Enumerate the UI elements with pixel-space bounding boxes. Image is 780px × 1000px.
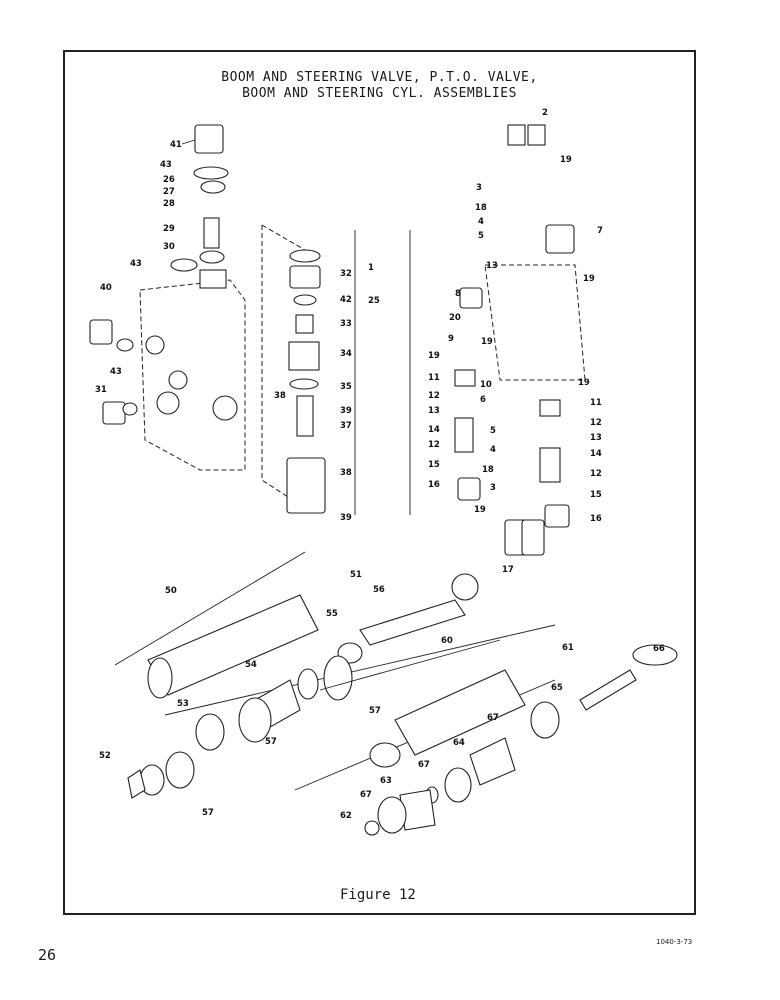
svg-text:7: 7 — [597, 226, 603, 236]
svg-text:65: 65 — [551, 683, 563, 693]
svg-text:19: 19 — [474, 505, 486, 515]
svg-text:39: 39 — [340, 513, 352, 523]
svg-text:40: 40 — [100, 283, 112, 293]
svg-text:57: 57 — [369, 706, 381, 716]
svg-text:12: 12 — [590, 418, 602, 428]
svg-text:66: 66 — [653, 644, 665, 654]
svg-text:2: 2 — [542, 108, 548, 118]
svg-text:6: 6 — [480, 395, 486, 405]
svg-text:16: 16 — [428, 480, 440, 490]
svg-text:19: 19 — [583, 274, 595, 284]
svg-text:60: 60 — [441, 636, 453, 646]
svg-text:13: 13 — [590, 433, 602, 443]
svg-text:32: 32 — [340, 269, 352, 279]
pto-valve-drawing — [261, 224, 411, 515]
svg-text:4: 4 — [478, 217, 484, 227]
svg-text:56: 56 — [373, 585, 385, 595]
svg-text:3: 3 — [476, 183, 482, 193]
svg-text:13: 13 — [428, 406, 440, 416]
svg-text:61: 61 — [562, 643, 574, 653]
svg-text:27: 27 — [163, 187, 175, 197]
svg-text:10: 10 — [480, 380, 492, 390]
steering-valve-drawing — [454, 124, 586, 556]
svg-text:1: 1 — [368, 263, 374, 273]
svg-text:12: 12 — [590, 469, 602, 479]
svg-text:19: 19 — [560, 155, 572, 165]
svg-text:54: 54 — [245, 660, 257, 670]
svg-text:38: 38 — [340, 468, 352, 478]
svg-text:29: 29 — [163, 224, 175, 234]
svg-text:67: 67 — [487, 713, 499, 723]
svg-text:30: 30 — [163, 242, 175, 252]
svg-text:15: 15 — [428, 460, 440, 470]
svg-text:33: 33 — [340, 319, 352, 329]
svg-text:28: 28 — [163, 199, 175, 209]
svg-text:51: 51 — [350, 570, 362, 580]
svg-text:38: 38 — [274, 391, 286, 401]
svg-text:9: 9 — [448, 334, 454, 344]
page-number: 26 — [38, 946, 57, 964]
svg-text:14: 14 — [590, 449, 602, 459]
callout-labels: 41 43 26 27 28 29 30 43 40 43 31 32 42 3… — [95, 108, 665, 821]
valve-body-drawing — [89, 124, 246, 471]
svg-text:42: 42 — [340, 295, 352, 305]
svg-text:4: 4 — [490, 445, 496, 455]
svg-text:37: 37 — [340, 421, 352, 431]
svg-text:57: 57 — [265, 737, 277, 747]
svg-text:43: 43 — [110, 367, 122, 377]
svg-text:53: 53 — [177, 699, 189, 709]
svg-text:50: 50 — [165, 586, 177, 596]
svg-text:13: 13 — [486, 261, 498, 271]
svg-text:35: 35 — [340, 382, 352, 392]
svg-text:14: 14 — [428, 425, 440, 435]
svg-text:18: 18 — [482, 465, 494, 475]
svg-text:11: 11 — [428, 373, 440, 383]
svg-text:26: 26 — [163, 175, 175, 185]
steering-cylinder-drawing — [294, 639, 678, 836]
svg-text:11: 11 — [590, 398, 602, 408]
svg-text:12: 12 — [428, 391, 440, 401]
figure-title-line-2: BOOM AND STEERING CYL. ASSEMBLIES — [242, 86, 517, 101]
svg-text:41: 41 — [170, 140, 182, 150]
svg-text:63: 63 — [380, 776, 392, 786]
figure-caption: Figure 12 — [340, 887, 416, 903]
svg-text:15: 15 — [590, 490, 602, 500]
svg-text:34: 34 — [340, 349, 352, 359]
svg-text:12: 12 — [428, 440, 440, 450]
svg-text:16: 16 — [590, 514, 602, 524]
svg-text:43: 43 — [130, 259, 142, 269]
svg-text:17: 17 — [502, 565, 514, 575]
svg-text:55: 55 — [326, 609, 338, 619]
svg-text:5: 5 — [478, 231, 484, 241]
svg-text:67: 67 — [418, 760, 430, 770]
svg-text:62: 62 — [340, 811, 352, 821]
svg-text:67: 67 — [360, 790, 372, 800]
svg-text:57: 57 — [202, 808, 214, 818]
document-code: 1040-3-73 — [656, 938, 693, 946]
svg-text:19: 19 — [578, 378, 590, 388]
svg-text:19: 19 — [481, 337, 493, 347]
svg-text:19: 19 — [428, 351, 440, 361]
svg-text:31: 31 — [95, 385, 107, 395]
boom-cylinder-drawing — [114, 551, 556, 799]
figure-title-line-1: BOOM AND STEERING VALVE, P.T.O. VALVE, — [221, 70, 538, 85]
svg-text:20: 20 — [449, 313, 461, 323]
svg-text:18: 18 — [475, 203, 487, 213]
svg-text:8: 8 — [455, 289, 461, 299]
svg-text:64: 64 — [453, 738, 465, 748]
svg-text:25: 25 — [368, 296, 380, 306]
figure-frame — [63, 50, 696, 915]
svg-text:3: 3 — [490, 483, 496, 493]
svg-text:52: 52 — [99, 751, 111, 761]
svg-text:5: 5 — [490, 426, 496, 436]
svg-text:43: 43 — [160, 160, 172, 170]
svg-text:39: 39 — [340, 406, 352, 416]
